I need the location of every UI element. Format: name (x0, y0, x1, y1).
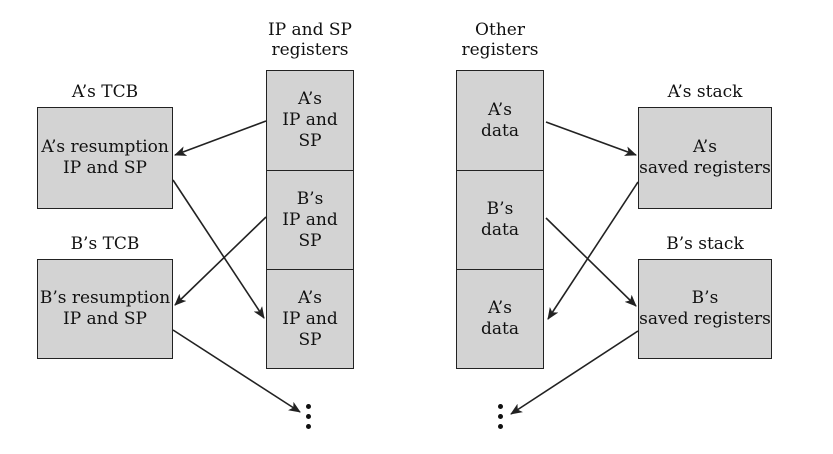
arrow-a-stack-to-a-data (547, 181, 639, 320)
ip-sp-cell-a-bottom: A’s IP and SP (266, 269, 354, 369)
arrow-a-tcb-to-a-ip (172, 179, 265, 319)
ip-sp-cell-a-top: A’s IP and SP (266, 70, 354, 171)
ip-sp-registers-header: IP and SP registers (267, 20, 352, 60)
ip-sp-cell-b: B’s IP and SP (266, 170, 354, 270)
arrow-a-ip-to-a-tcb (174, 120, 267, 156)
other-cell-a-bottom: A’s data (456, 269, 544, 369)
a-stack-label: A’s stack (667, 82, 743, 102)
other-cell-b: B’s data (456, 170, 544, 270)
b-stack-label: B’s stack (666, 234, 744, 254)
other-cell-a-top: A’s data (456, 70, 544, 171)
b-tcb-box: B’s resumption IP and SP (37, 259, 173, 359)
arrow-b-data-to-b-stack (545, 217, 637, 307)
b-stack-box: B’s saved registers (638, 259, 772, 359)
other-registers-header: Other registers (461, 20, 539, 60)
other-continuation-dots (498, 404, 503, 429)
a-stack-box: A’s saved registers (638, 107, 772, 209)
arrow-a-data-to-a-stack (545, 121, 637, 156)
ip-sp-continuation-dots (306, 404, 311, 429)
a-tcb-label: A’s TCB (71, 82, 139, 102)
a-tcb-box: A’s resumption IP and SP (37, 107, 173, 209)
b-tcb-label: B’s TCB (70, 234, 140, 254)
arrow-b-ip-to-b-tcb (174, 216, 267, 306)
